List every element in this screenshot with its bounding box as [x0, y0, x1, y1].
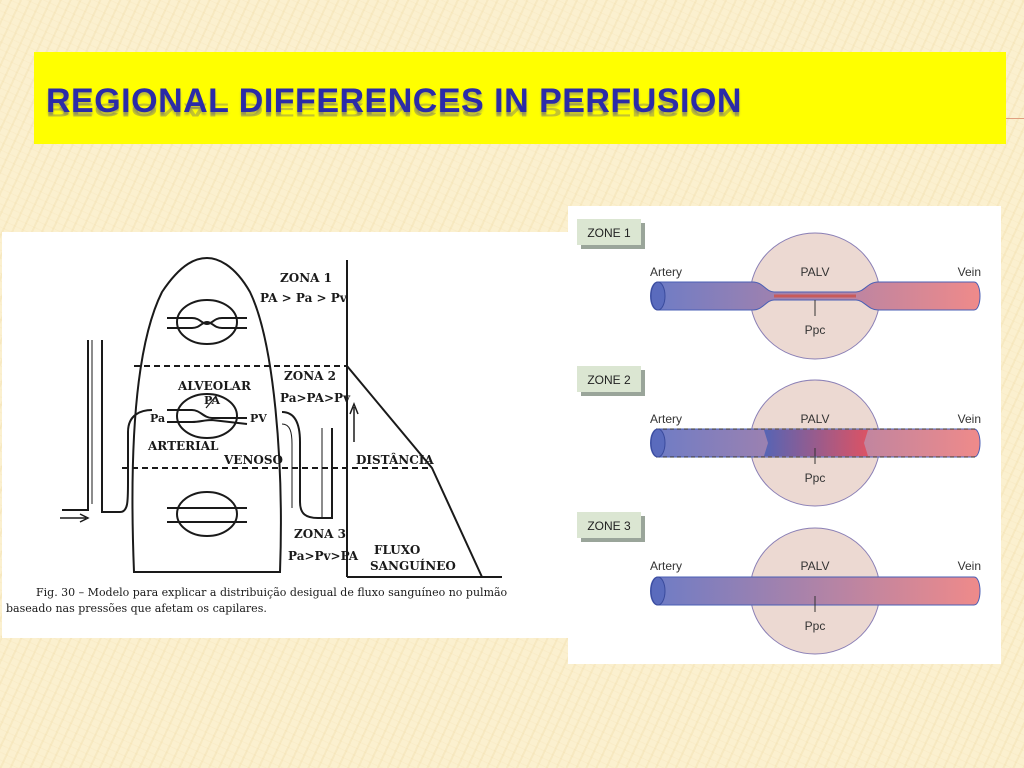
lung-zone-model-svg: ZONA 1 PA > Pa > Pv ZONA 2 Pa>PA>Pv ALVE… [6, 256, 508, 615]
zone2-palv: PALV [801, 412, 830, 426]
zone3-relation: Pa>Pv>PA [288, 549, 359, 563]
zone3-artery-end [650, 576, 666, 606]
zone1-vein-label: Vein [958, 265, 981, 279]
slide-title: REGIONAL DIFFERENCES IN PERFUSION [46, 82, 742, 120]
zone1-artery-label: Artery [650, 265, 682, 279]
zone2-artery-label: Artery [650, 412, 682, 426]
zone1-ppc: Ppc [805, 323, 826, 337]
zone3-label: ZONA 3 [294, 527, 346, 541]
caption-line1: Fig. 30 – Modelo para explicar a distrib… [36, 586, 508, 599]
lung-zone-model-figure: ZONA 1 PA > Pa > Pv ZONA 2 Pa>PA>Pv ALVE… [2, 232, 568, 638]
alveolus-zone1 [176, 299, 238, 345]
venous-tube-inner [281, 423, 293, 508]
zone1-relation: PA > Pa > Pv [260, 291, 348, 305]
zone1-panel: ZONE 1 PALV Ppc Artery Vein [577, 219, 981, 360]
lung-outline [131, 256, 282, 573]
zone2-panel: ZONE 2 PALV Ppc Artery Vein [577, 366, 981, 507]
arterial-tube-outer [62, 340, 89, 511]
capillary-zone2-bottom [167, 418, 248, 425]
pa-arterial-label: Pa [150, 412, 165, 425]
zone2-vein-label: Vein [958, 412, 981, 426]
zone2-label: ZONA 2 [284, 369, 336, 383]
sanguineo-label: SANGUÍNEO [370, 558, 456, 573]
caption-line2: baseado nas pressões que afetam os capil… [6, 602, 267, 615]
alveolus-zone2 [176, 393, 238, 439]
distance-arrowhead [349, 401, 359, 415]
zone2-relation: Pa>PA>Pv [280, 391, 351, 405]
zone1-title: ZONE 1 [587, 226, 631, 240]
west-zones-figure: ZONE 1 PALV Ppc Artery Vein ZONE 2 PALV … [568, 206, 1001, 664]
arterial-tube-inner [101, 340, 153, 513]
zone2-artery-end [650, 428, 666, 458]
distancia-label: DISTÂNCIA [356, 452, 434, 467]
slide-title-reflection: REGIONAL DIFFERENCES IN PERFUSION [46, 99, 742, 120]
inflow-arrowhead [79, 513, 90, 523]
alveolar-pointer [205, 395, 217, 409]
zone2-title: ZONE 2 [587, 373, 631, 387]
alveolar-label: ALVEOLAR [177, 379, 252, 393]
arterial-label: ARTERIAL [147, 439, 219, 453]
venoso-label: VENOSO [223, 453, 283, 467]
zone3-panel: ZONE 3 PALV Ppc Artery Vein [577, 512, 981, 655]
capillary-zone1-bottom [167, 320, 247, 329]
pa-alveolar-label: PA [204, 394, 220, 407]
zone1-artery-end [650, 281, 666, 311]
zone1-label: ZONA 1 [280, 271, 332, 285]
zone3-vein-label: Vein [958, 559, 981, 573]
zone1-label-box [577, 219, 641, 245]
zone1-palv: PALV [801, 265, 830, 279]
zone3-ppc: Ppc [805, 619, 826, 633]
zone3-palv: PALV [801, 559, 830, 573]
zone2-narrowed-capillary [764, 430, 868, 456]
pv-venous-label: PV [250, 412, 267, 425]
zone3-title: ZONE 3 [587, 519, 631, 533]
zone2-ppc: Ppc [805, 471, 826, 485]
capillary-zone1-top [167, 317, 247, 326]
capillary-zone2-top [167, 409, 247, 419]
title-bar: REGIONAL DIFFERENCES IN PERFUSION REGION… [34, 52, 1006, 144]
alveolus-zone3 [176, 491, 238, 537]
flow-profile-line [346, 365, 483, 578]
title-accent-line [1006, 118, 1024, 119]
fluxo-label: FLUXO [374, 543, 420, 557]
zone3-artery-label: Artery [650, 559, 682, 573]
zone2-label-box [577, 366, 641, 392]
zone3-label-box [577, 512, 641, 538]
west-zones-svg: ZONE 1 PALV Ppc Artery Vein ZONE 2 PALV … [577, 219, 981, 655]
venous-tube-outer [281, 411, 333, 519]
